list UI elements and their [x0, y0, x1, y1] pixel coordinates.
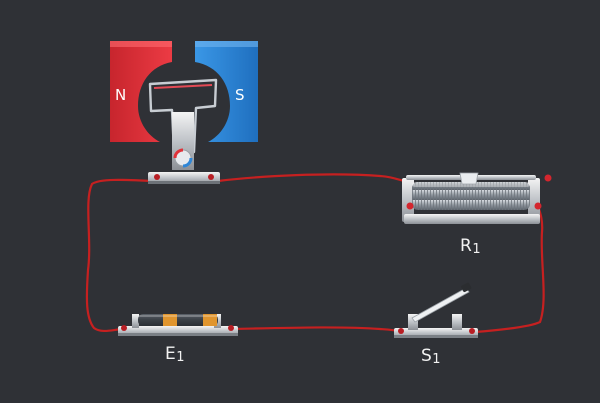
switch-terminal-right — [469, 328, 475, 334]
switch-terminal-left — [398, 328, 404, 334]
rheostat-coil — [412, 182, 530, 210]
rheostat-label: R1 — [460, 236, 482, 257]
rheostat-terminal-b — [534, 202, 542, 210]
rheostat-slider — [459, 172, 479, 185]
north-pole-label: N — [115, 86, 127, 104]
north-pole-magnet — [110, 41, 172, 142]
magnet-motor — [110, 41, 258, 184]
rheostat-terminal-a — [544, 174, 552, 182]
rheostat-r1 — [402, 172, 552, 224]
rheostat-terminal-c — [406, 202, 414, 210]
south-pole-label: S — [235, 86, 245, 104]
battery-terminal-left — [121, 325, 127, 331]
battery-e1 — [118, 314, 238, 336]
motor-terminal-right — [208, 174, 214, 180]
switch-s1 — [394, 282, 478, 338]
battery-cell — [138, 314, 218, 326]
motor-terminal-left — [154, 174, 160, 180]
switch-blade — [411, 287, 470, 323]
south-pole-magnet — [195, 41, 258, 142]
switch-label: S1 — [421, 346, 442, 367]
battery-terminal-right — [228, 325, 234, 331]
battery-label: E1 — [165, 344, 186, 365]
